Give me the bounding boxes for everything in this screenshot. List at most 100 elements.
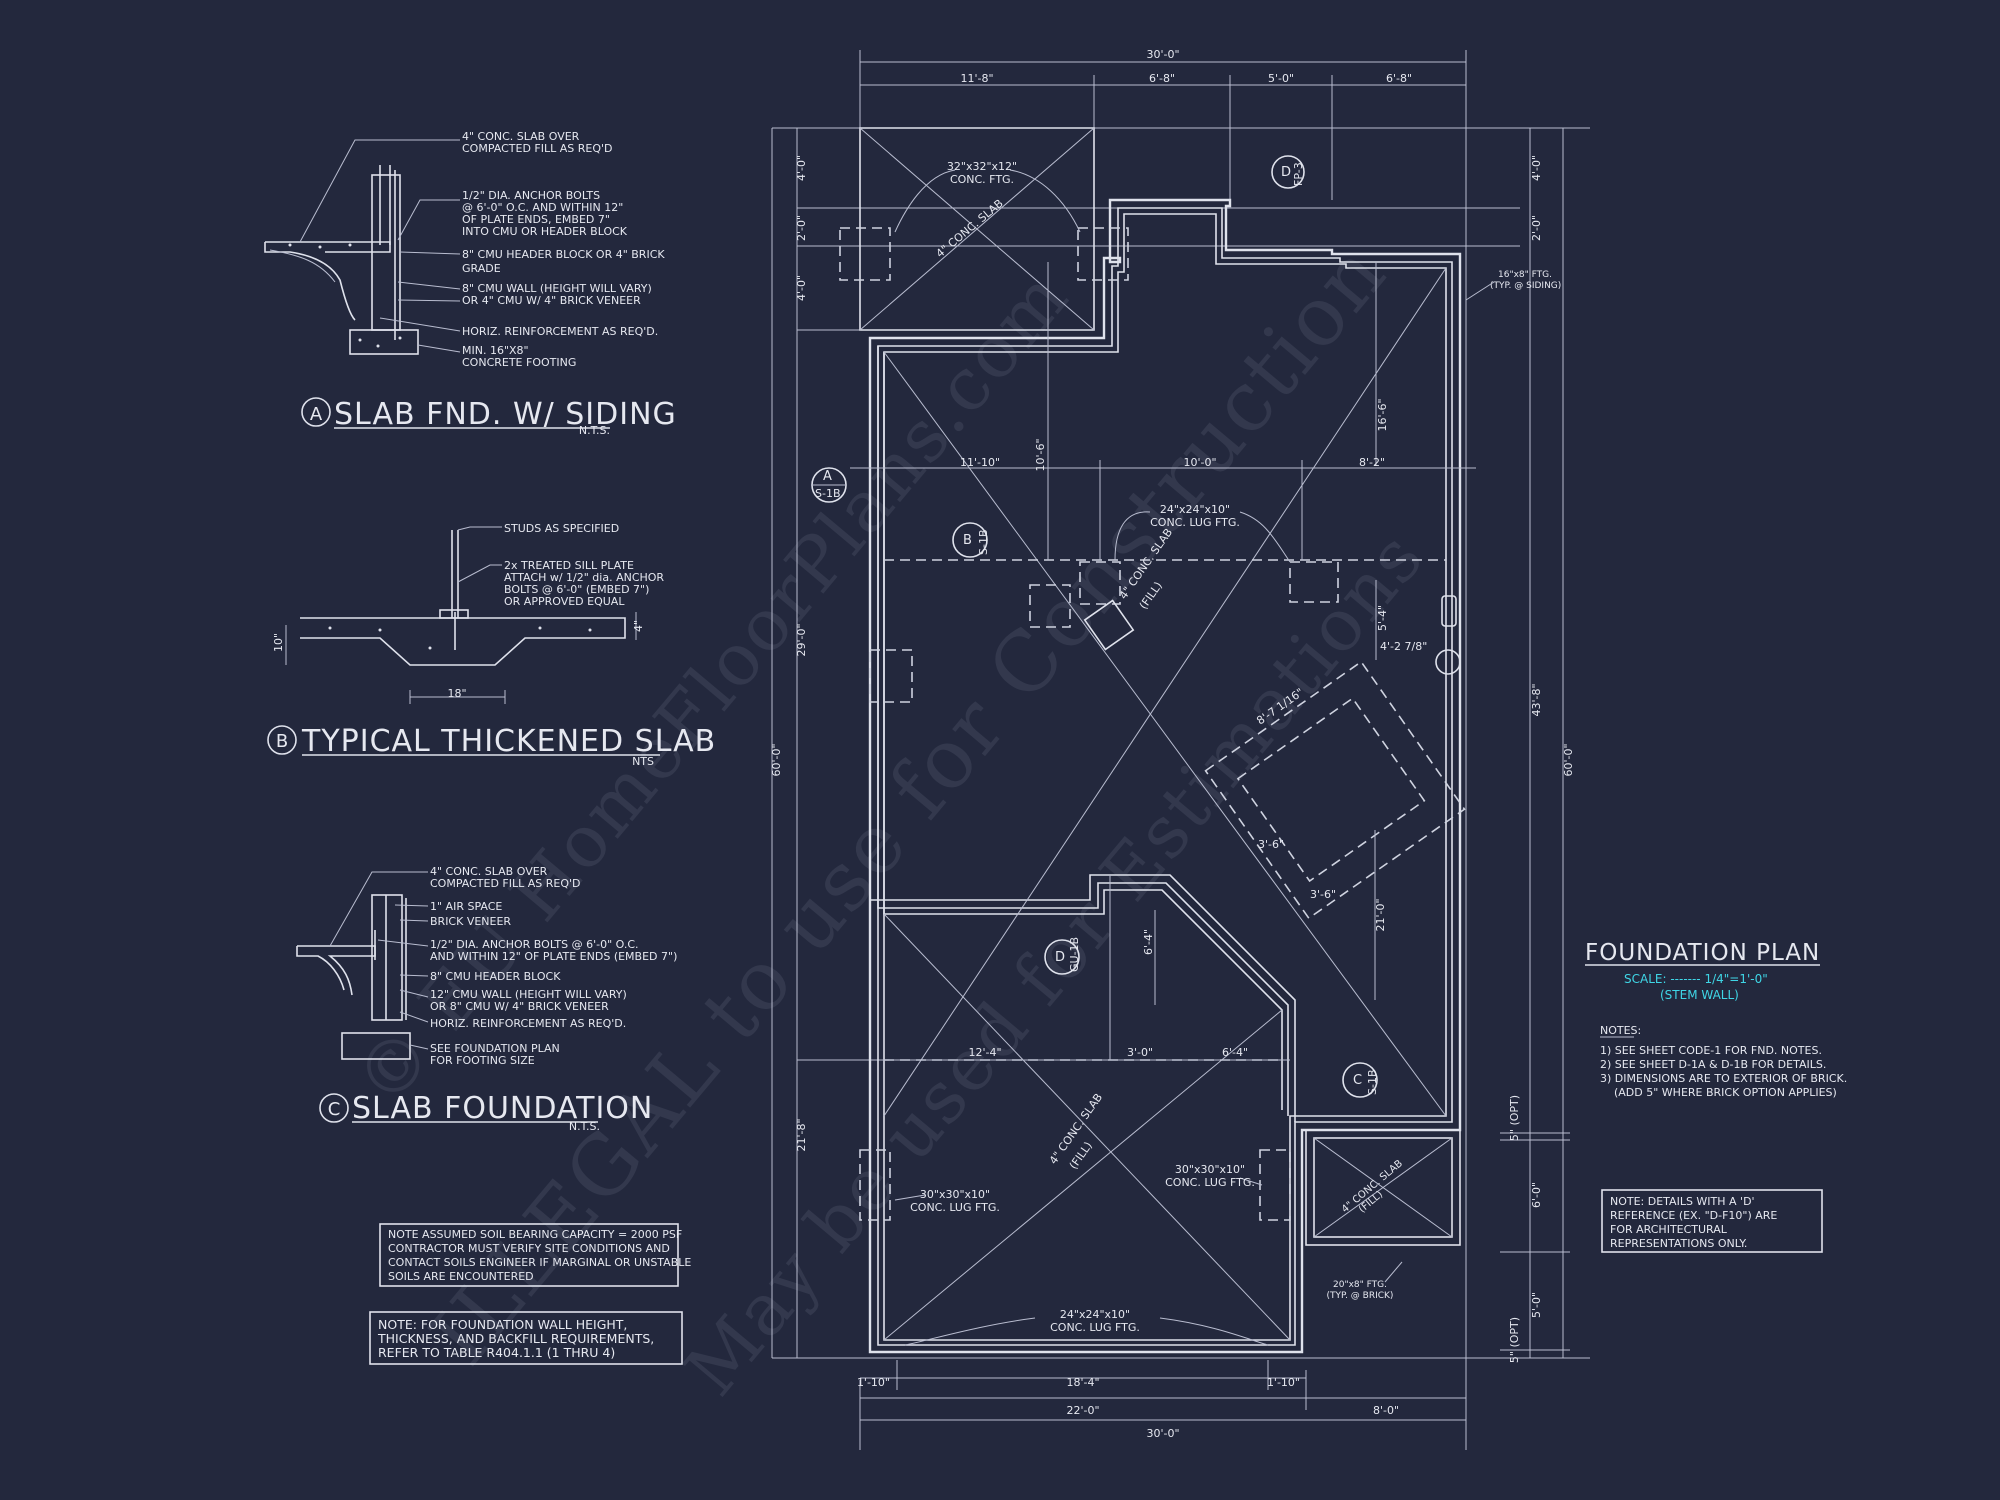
dim-bottom-a: 22'-0" [1066, 1404, 1099, 1417]
dim-right-f: 5" (OPT) [1508, 1317, 1521, 1363]
detail-b-note-3: ATTACH w/ 1/2" dia. ANCHOR [504, 571, 664, 584]
dim-left-d: 29'-0" [795, 623, 808, 656]
dim-bottom-e: 1'-10" [1267, 1376, 1300, 1389]
detail-c-note-2: COMPACTED FILL AS REQ'D [430, 877, 580, 890]
dim-int-v6: 6'-4" [1142, 929, 1155, 955]
plan-diagonals [859, 127, 1447, 1341]
detail-c-note-3: 1" AIR SPACE [430, 900, 502, 913]
dim-top-b: 6'-8" [1149, 72, 1175, 85]
plan-note-2: 2) SEE SHEET D-1A & D-1B FOR DETAILS. [1600, 1058, 1826, 1071]
dim-int-s1: 3'-6" [1258, 838, 1284, 851]
dim-right-b: 2'-0" [1530, 215, 1543, 241]
dim-int-v1: 10'-6" [1034, 438, 1047, 471]
detail-c-note-9: OR 8" CMU W/ 4" BRICK VENEER [430, 1000, 609, 1013]
detail-a-note-2: COMPACTED FILL AS REQ'D [462, 142, 612, 155]
detail-b-note-1: STUDS AS SPECIFIED [504, 522, 619, 535]
callout-1-bottom: FP-3 [1292, 162, 1305, 186]
label-ftg-top-1: 32"x32"x12" [947, 160, 1017, 173]
d-note-line-3: FOR ARCHITECTURAL [1610, 1223, 1728, 1236]
dim-right-e: 5'-0" [1530, 1292, 1543, 1318]
detail-c-title: SLAB FOUNDATION [352, 1091, 653, 1126]
detail-a-note-6: INTO CMU OR HEADER BLOCK [462, 225, 628, 238]
detail-c-note-10: HORIZ. REINFORCEMENT AS REQ'D. [430, 1017, 626, 1030]
callout-2-top: A [823, 469, 832, 484]
detail-a-note-11: HORIZ. REINFORCEMENT AS REQ'D. [462, 325, 658, 338]
detail-c-note-1: 4" CONC. SLAB OVER [430, 865, 548, 878]
dim-bottom-overall: 30'-0" [1146, 1427, 1179, 1440]
label-ftg-mid-1: 24"x24"x10" [1160, 503, 1230, 516]
dim-right-a: 4'-0" [1530, 155, 1543, 181]
detail-a-note-12: MIN. 16"X8" [462, 344, 529, 357]
detail-b-scale: NTS [632, 755, 654, 768]
dim-int-r2a: 12'-4" [968, 1046, 1001, 1059]
wall-note-line-2: THICKNESS, AND BACKFILL REQUIREMENTS, [377, 1331, 654, 1346]
label-ftg-siding-1: 16"x8" FTG. [1498, 270, 1552, 280]
dim-left-e: 21'-8" [795, 1118, 808, 1151]
detail-a-note-9: 8" CMU WALL (HEIGHT WILL VARY) [462, 282, 652, 295]
detail-a-note-7: 8" CMU HEADER BLOCK OR 4" BRICK [462, 248, 665, 261]
plan-subtitle: (STEM WALL) [1660, 988, 1739, 1002]
dim-left-b: 2'-0" [795, 215, 808, 241]
dim-int-r1b: 10'-0" [1183, 456, 1216, 469]
callout-4-top: D [1055, 950, 1065, 965]
plan-interior-dim-lines [850, 262, 1476, 1061]
detail-c-note-8: 12" CMU WALL (HEIGHT WILL VARY) [430, 988, 627, 1001]
detail-b-dim-right: 4" [632, 620, 645, 632]
plan-title: FOUNDATION PLAN [1585, 940, 1820, 966]
dim-int-r1c: 8'-2" [1359, 456, 1385, 469]
wall-note-line-3: REFER TO TABLE R404.1.1 (1 THRU 4) [378, 1345, 615, 1360]
label-ftg-low-l-1: 30"x30"x10" [920, 1188, 990, 1201]
detail-c-drawing [296, 871, 429, 1060]
dim-right-d: 6'-0" [1530, 1182, 1543, 1208]
soil-note-box: NOTE ASSUMED SOIL BEARING CAPACITY = 200… [379, 1223, 691, 1287]
detail-b-note-5: OR APPROVED EQUAL [504, 595, 625, 608]
detail-a-drawing [264, 139, 461, 355]
dim-left-a: 4'-0" [795, 155, 808, 181]
dim-bottom-c: 1'-10" [857, 1376, 890, 1389]
dim-right-inner: 43'-8" [1530, 683, 1543, 716]
dim-right-overall: 60'-0" [1562, 743, 1575, 776]
dim-bottom-b: 8'-0" [1373, 1404, 1399, 1417]
d-note-line-1: NOTE: DETAILS WITH A 'D' [1610, 1195, 1755, 1208]
dim-int-v2: 16'-6" [1376, 398, 1389, 431]
plan-title-block: FOUNDATION PLAN SCALE: ------- 1/4"=1'-0… [1585, 940, 1847, 1099]
detail-a-note-4: @ 6'-0" O.C. AND WITHIN 12" [462, 201, 623, 214]
label-ftg-mid-2: CONC. LUG FTG. [1150, 516, 1240, 529]
plan-note-4: (ADD 5" WHERE BRICK OPTION APPLIES) [1600, 1086, 1837, 1099]
detail-a: 4" CONC. SLAB OVER COMPACTED FILL AS REQ… [264, 130, 676, 437]
detail-c: 4" CONC. SLAB OVER COMPACTED FILL AS REQ… [296, 865, 677, 1133]
detail-b: STUDS AS SPECIFIED 2x TREATED SILL PLATE… [267, 522, 715, 768]
detail-c-note-5: 1/2" DIA. ANCHOR BOLTS @ 6'-0" O.C. [430, 938, 639, 951]
label-ftg-top-2: CONC. FTG. [950, 173, 1014, 186]
soil-note-line-2: CONTRACTOR MUST VERIFY SITE CONDITIONS A… [388, 1242, 670, 1255]
callout-5-top: C [1353, 1073, 1362, 1088]
detail-b-dim-bottom: 18" [447, 687, 466, 700]
dim-int-v5: 21'-0" [1374, 898, 1387, 931]
dim-int-r1a: 11'-10" [960, 456, 1000, 469]
detail-c-tag: C [328, 1099, 341, 1120]
dim-int-v4: 4'-2 7/8" [1380, 640, 1427, 653]
detail-c-tag-circle [319, 1093, 349, 1123]
detail-c-note-4: BRICK VENEER [430, 915, 511, 928]
callout-5-bottom: S-1B [1366, 1070, 1379, 1096]
d-note-line-4: REPRESENTATIONS ONLY. [1610, 1237, 1747, 1250]
label-ftg-siding-2: (TYP. @ SIDING) [1490, 281, 1561, 291]
detail-a-tag: A [310, 404, 323, 425]
wall-note-line-1: NOTE: FOR FOUNDATION WALL HEIGHT, [378, 1317, 627, 1332]
detail-c-note-12: FOR FOOTING SIZE [430, 1054, 535, 1067]
callout-4-bottom: GU-1B [1068, 937, 1081, 972]
dim-right-c: 5" (OPT) [1508, 1095, 1521, 1141]
detail-b-drawing [285, 526, 637, 704]
detail-a-note-10: OR 4" CMU W/ 4" BRICK VENEER [462, 294, 641, 307]
d-reference-note-box: NOTE: DETAILS WITH A 'D' REFERENCE (EX. … [1601, 1189, 1823, 1253]
detail-c-scale: N.T.S. [569, 1120, 600, 1133]
callout-3-bottom: S-1B [977, 530, 990, 556]
label-ftg-brick-1: 20"x8" FTG. [1333, 1280, 1387, 1290]
dim-top-c: 5'-0" [1268, 72, 1294, 85]
wall-note-box: NOTE: FOR FOUNDATION WALL HEIGHT, THICKN… [369, 1311, 683, 1365]
d-note-line-2: REFERENCE (EX. "D-F10") ARE [1610, 1209, 1777, 1222]
detail-b-note-2: 2x TREATED SILL PLATE [504, 559, 634, 572]
detail-c-note-11: SEE FOUNDATION PLAN [430, 1042, 560, 1055]
label-ftg-low-r-1: 30"x30"x10" [1175, 1163, 1245, 1176]
